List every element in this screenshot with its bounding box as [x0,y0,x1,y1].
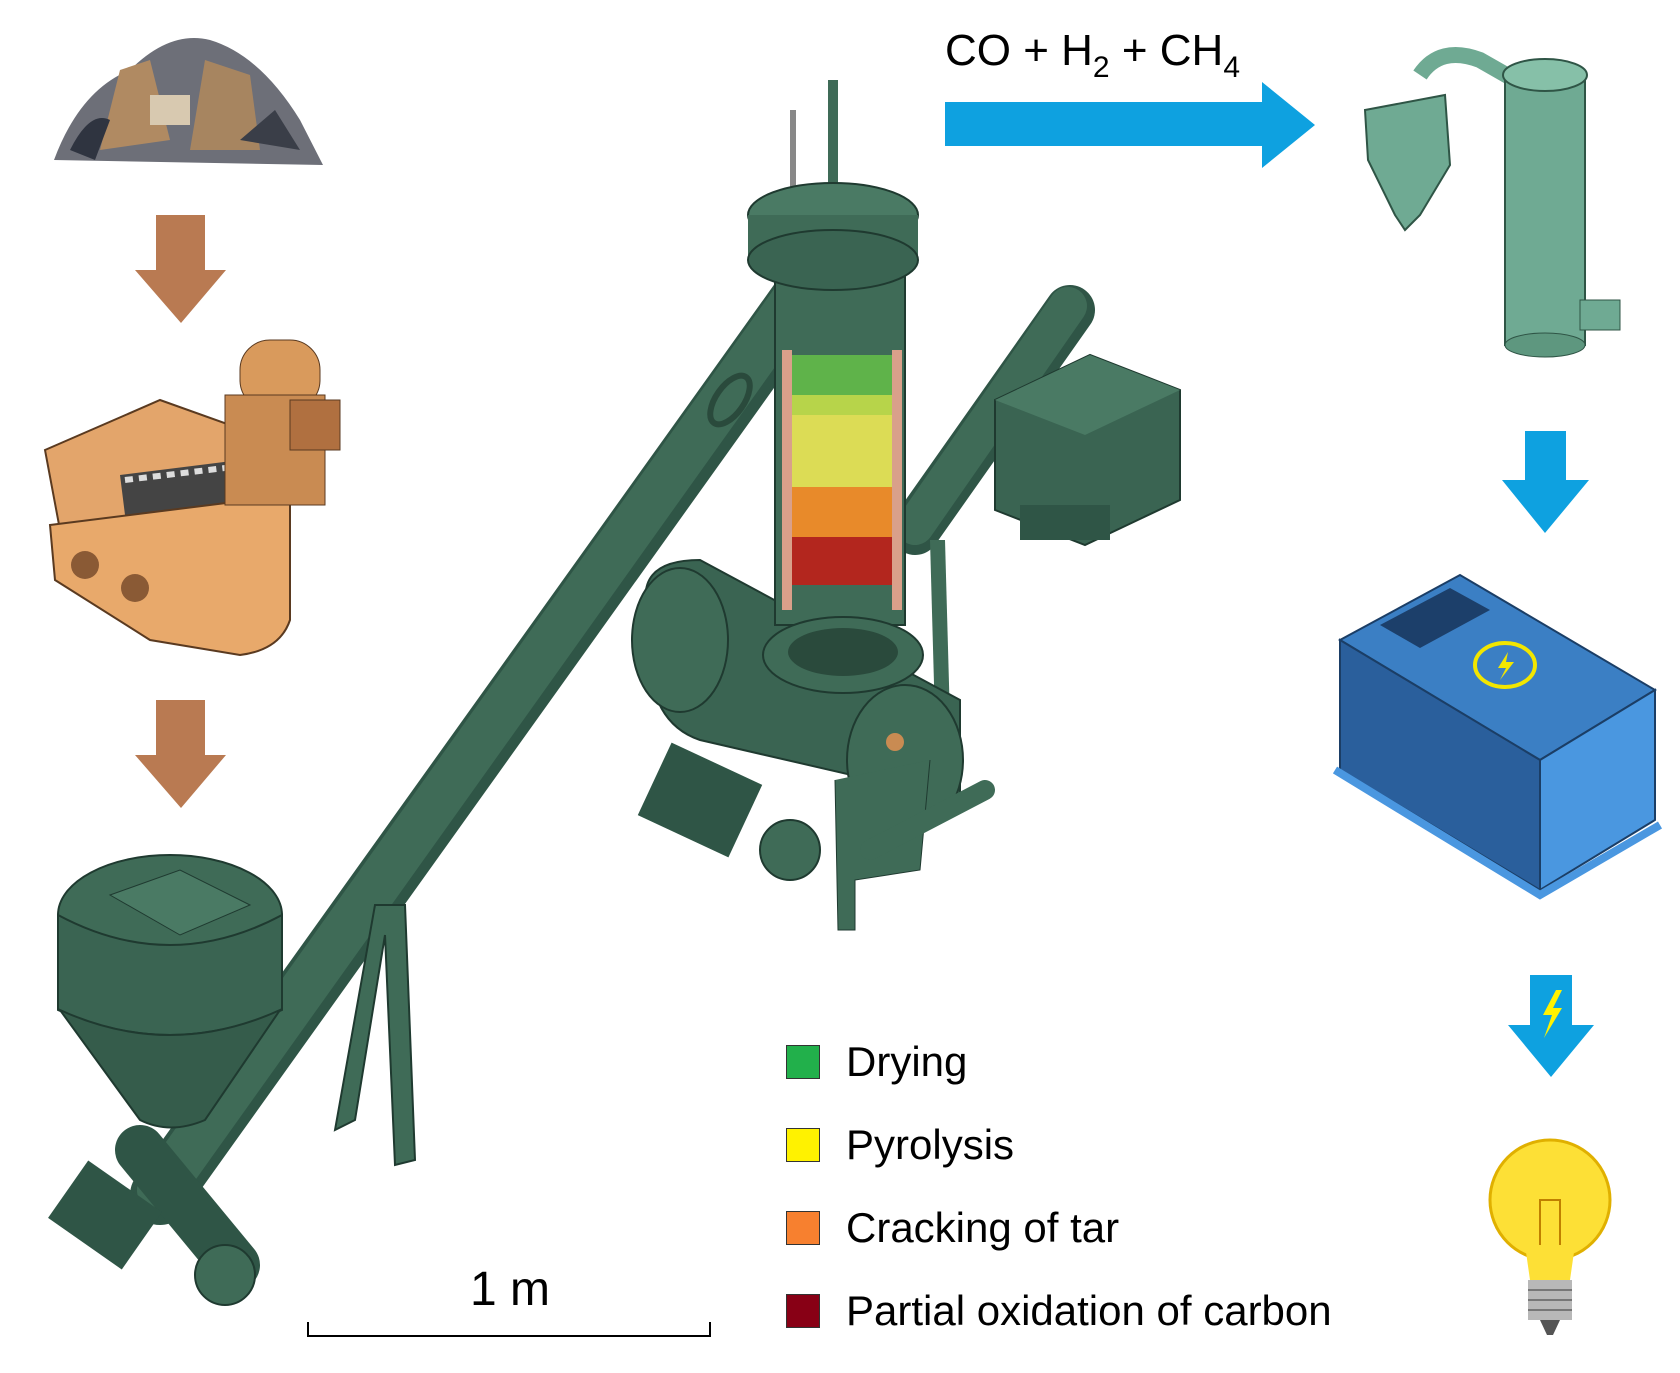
gas-cleaning-unit [1363,47,1621,358]
feed-arrow-1 [135,215,226,323]
scale-bar-label: 1 m [470,1263,551,1316]
legend-label: Drying [846,1037,968,1085]
generator-image [1332,573,1663,900]
feed-arrow-2 [135,700,226,808]
energy-arrow-1 [1502,431,1589,533]
char-conveyor [890,285,1181,720]
syngas-formula: CO + H2 + CH4 [945,26,1240,83]
lightning-icon [1543,990,1562,1038]
legend-swatch [786,1293,820,1328]
legend-item-pyrolysis: Pyrolysis [786,1103,1332,1186]
legend-swatch [786,1127,820,1162]
formula-part: + CH [1109,26,1224,75]
shredder-image [43,339,341,657]
waste-pile-image [54,38,323,165]
legend-label: Cracking of tar [846,1203,1120,1251]
legend-label: Partial oxidation of carbon [846,1286,1332,1334]
formula-subscript: 2 [1092,51,1110,84]
syngas-arrow [945,82,1315,168]
scale-bar [307,1322,711,1337]
feed-hopper [48,854,283,1306]
screw-conveyor [130,270,830,1225]
legend-item-cracking: Cracking of tar [786,1186,1332,1269]
reactor-column [747,80,924,694]
formula-part: CO + H [945,26,1093,75]
formula-subscript: 4 [1223,51,1240,84]
legend-swatch [786,1044,820,1079]
light-bulb-icon [1488,1138,1612,1335]
legend-label: Pyrolysis [846,1120,1015,1168]
legend-item-drying: Drying [786,1020,1332,1103]
zone-legend: Drying Pyrolysis Cracking of tar Partial… [786,1020,1332,1352]
legend-swatch [786,1210,820,1245]
legend-item-oxidation: Partial oxidation of carbon [786,1269,1332,1352]
